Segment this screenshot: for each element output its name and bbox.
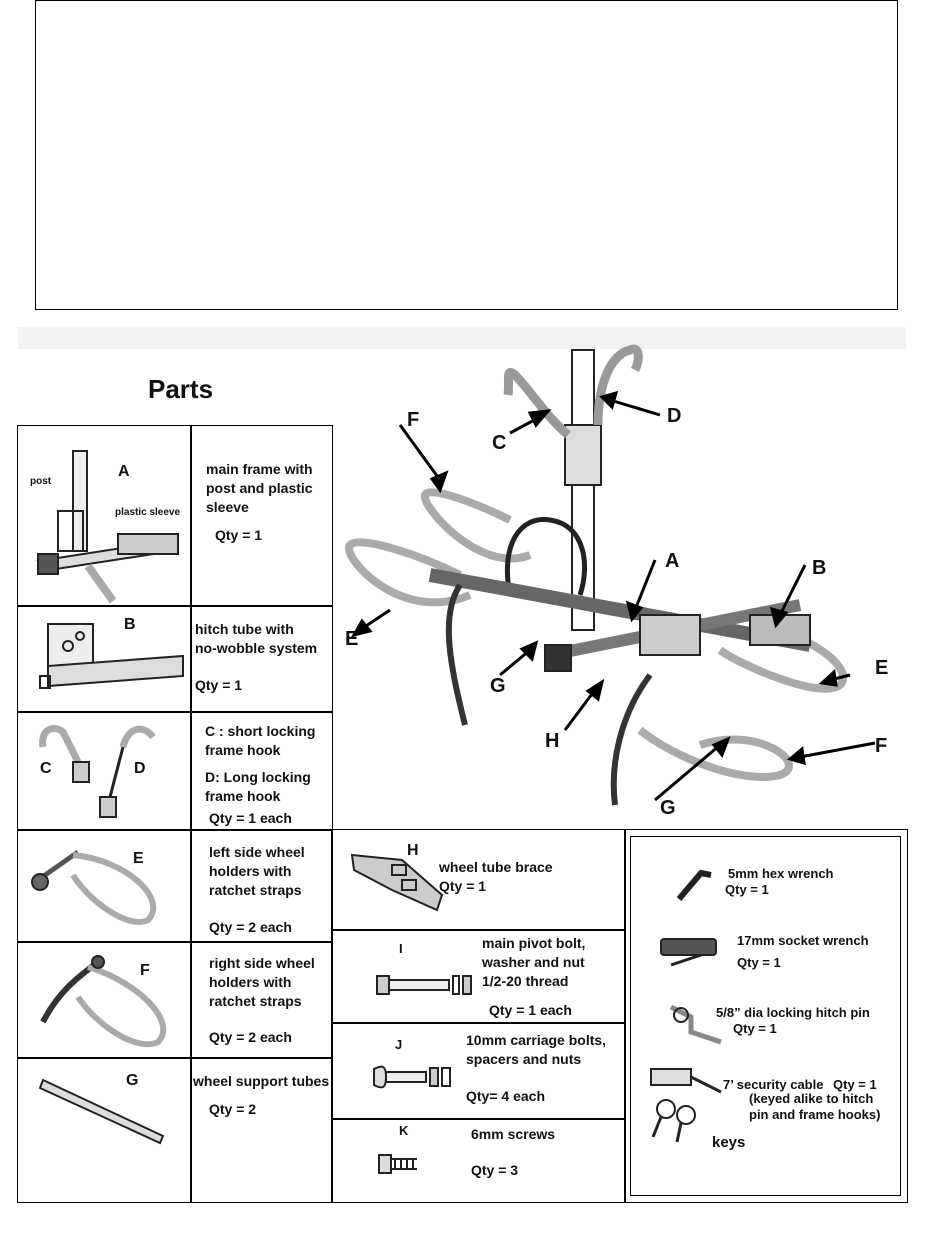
part-c-description: C : short locking frame hook (205, 723, 316, 758)
diagram-label-e-left: E (345, 628, 359, 650)
part-cd-desc-cell: C : short locking frame hook D: Long loc… (190, 711, 333, 831)
tool-socket-wrench-qty: Qty = 1 (737, 955, 781, 970)
pivot-bolt-illustration (376, 975, 472, 995)
part-f-qty: Qty = 2 each (209, 1029, 292, 1045)
part-e-description: left side wheel holders with ratchet str… (209, 844, 305, 898)
diagram-label-d: D (667, 405, 682, 427)
diagram-label-f: F (407, 409, 420, 431)
part-d-letter: D (134, 760, 146, 777)
diagram-label-a: A (665, 550, 680, 572)
part-e-letter: E (133, 850, 144, 867)
part-b-letter: B (124, 616, 136, 633)
part-h-description: wheel tube brace (439, 859, 553, 875)
part-h-qty: Qty = 1 (439, 878, 487, 894)
wheel-support-tube-illustration (38, 1078, 165, 1145)
right-wheel-holder-illustration (40, 955, 167, 1048)
part-cd-qty: Qty = 1 each (209, 810, 292, 826)
part-g-description: wheel support tubes (193, 1073, 330, 1089)
part-a-description: main frame with post and plastic sleeve (206, 461, 313, 515)
part-g-image-cell: G (17, 1057, 192, 1203)
frame-hooks-illustration (39, 725, 156, 818)
part-e-image-cell: E (17, 829, 192, 943)
part-a-image-cell: A post plastic sleeve (17, 425, 192, 607)
diagram-label-h: H (545, 730, 560, 752)
part-k-cell: K 6mm screws Qty = 3 (331, 1118, 626, 1203)
hitch-tube-illustration (39, 623, 184, 689)
tools-inner-frame: 5mm hex wrench Qty = 1 17mm socket wrenc… (630, 836, 901, 1196)
tool-hitch-pin-qty: Qty = 1 (733, 1021, 777, 1036)
part-e-qty: Qty = 2 each (209, 919, 292, 935)
part-j-letter: J (395, 1037, 403, 1052)
part-cd-image-cell: C D (17, 711, 192, 831)
part-i-description: main pivot bolt, washer and nut 1/2-20 t… (482, 935, 586, 989)
main-frame-illustration (36, 450, 179, 604)
assembly-illustration (344, 344, 876, 806)
part-i-cell: I main pivot bolt, washer and nut 1/2-20… (331, 929, 626, 1024)
part-i-letter: I (399, 941, 403, 956)
part-b-desc-cell: hitch tube with no-wobble system Qty = 1 (190, 605, 333, 713)
screw-illustration (378, 1154, 417, 1174)
diagram-label-g-left: G (490, 675, 506, 697)
part-b-qty: Qty = 1 (195, 677, 243, 693)
tool-hex-wrench-name: 5mm hex wrench (728, 866, 834, 881)
diagram-label-e-right: E (875, 657, 889, 679)
diagram-label-b: B (812, 557, 827, 579)
tool-socket-wrench-name: 17mm socket wrench (737, 933, 869, 948)
diagram-label-g-right: G (660, 797, 676, 819)
part-i-qty: Qty = 1 each (489, 1002, 572, 1018)
tool-hitch-pin-name: 5/8” dia locking hitch pin (716, 1005, 870, 1020)
top-frame (35, 0, 898, 310)
part-f-description: right side wheel holders with ratchet st… (209, 955, 315, 1009)
tools-outer-cell (624, 829, 908, 1203)
part-g-qty: Qty = 2 (209, 1101, 257, 1117)
carriage-bolt-illustration (373, 1065, 451, 1089)
tool-hex-wrench-qty: Qty = 1 (725, 882, 769, 897)
part-a-post-label: post (30, 476, 52, 487)
part-a-desc-cell: main frame with post and plastic sleeve … (190, 425, 333, 607)
header-band (18, 327, 906, 349)
part-h-letter: H (407, 842, 419, 859)
part-j-qty: Qty= 4 each (466, 1088, 545, 1104)
part-a-letter: A (118, 463, 130, 480)
part-f-letter: F (140, 962, 150, 979)
tool-keys-label: keys (712, 1134, 746, 1151)
part-d-description: D: Long locking frame hook (205, 769, 311, 804)
part-f-desc-cell: right side wheel holders with ratchet st… (190, 941, 333, 1059)
assembly-diagram: F C D A B E E G H F G (340, 344, 910, 825)
diagram-label-c: C (492, 432, 507, 454)
part-b-description: hitch tube with no-wobble system (195, 621, 318, 656)
part-j-description: 10mm carriage bolts, spacers and nuts (466, 1032, 607, 1067)
part-k-description: 6mm screws (471, 1126, 556, 1142)
tools-illustration (650, 869, 722, 1143)
page-title: Parts (148, 374, 214, 404)
part-k-letter: K (399, 1123, 409, 1138)
part-h-cell: H wheel tube brace Qty = 1 (331, 829, 626, 931)
part-g-letter: G (126, 1072, 139, 1089)
part-e-desc-cell: left side wheel holders with ratchet str… (190, 829, 333, 943)
tool-security-cable-name: 7’ security cable (723, 1077, 824, 1092)
diagram-label-f-right: F (875, 735, 888, 757)
part-a-qty: Qty = 1 (215, 527, 263, 543)
tool-security-cable-note: (keyed alike to hitch pin and frame hook… (749, 1091, 881, 1122)
part-c-letter: C (40, 760, 52, 777)
part-k-qty: Qty = 3 (471, 1162, 519, 1178)
left-wheel-holder-illustration (31, 849, 157, 925)
part-f-image-cell: F (17, 941, 192, 1059)
part-a-sleeve-label: plastic sleeve (115, 507, 181, 518)
tool-security-cable-qty: Qty = 1 (833, 1077, 877, 1092)
part-j-cell: J 10mm carriage bolts, spacers and nuts … (331, 1022, 626, 1120)
wheel-tube-brace-illustration (350, 853, 444, 912)
part-b-image-cell: B (17, 605, 192, 713)
part-g-desc-cell: wheel support tubes Qty = 2 (190, 1057, 333, 1203)
